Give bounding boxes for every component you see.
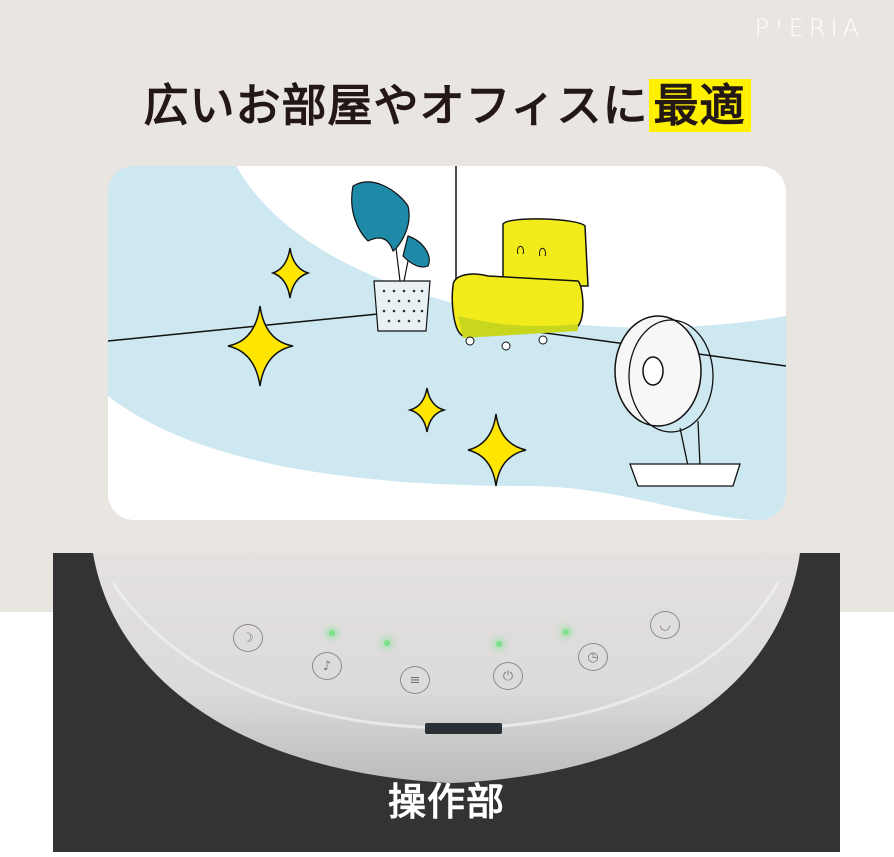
timer-icon: ◷ xyxy=(587,649,599,665)
swing-mode-button[interactable]: ≡ xyxy=(400,666,430,694)
sleep-mode-button[interactable]: ☽ xyxy=(233,624,263,652)
power-port-slot xyxy=(425,723,502,734)
power-button[interactable]: ⏻ xyxy=(493,662,523,690)
headline-main-text: 広いお部屋やオフィスに xyxy=(143,79,649,132)
headline-highlight-text: 最適 xyxy=(648,79,751,132)
moon-icon: ☽ xyxy=(242,630,254,646)
timer-button[interactable]: ◷ xyxy=(578,643,608,671)
rhythm-mode-button[interactable]: ◡ xyxy=(650,611,680,639)
page-headline: 広いお部屋やオフィスに最適 xyxy=(0,76,894,136)
wave-icon: ◡ xyxy=(659,617,671,633)
circulator-fan-icon xyxy=(614,315,741,487)
brand-logo: P!ERIA xyxy=(754,14,864,42)
indicator-led xyxy=(563,629,569,635)
indicator-led xyxy=(384,640,390,646)
power-icon: ⏻ xyxy=(502,668,514,684)
indicator-led xyxy=(496,641,502,647)
swing-icon: ≡ xyxy=(409,672,421,688)
sofa-icon xyxy=(451,218,589,351)
music-moon-icon: ♪ xyxy=(322,658,332,674)
sound-mode-button[interactable]: ♪ xyxy=(312,652,342,680)
sparkle-icons xyxy=(227,247,527,487)
control-panel-caption: 操作部 xyxy=(387,780,505,824)
room-illustration xyxy=(108,166,786,520)
plant-icon xyxy=(351,181,431,332)
control-panel-photo xyxy=(53,553,840,852)
indicator-led xyxy=(329,630,335,636)
